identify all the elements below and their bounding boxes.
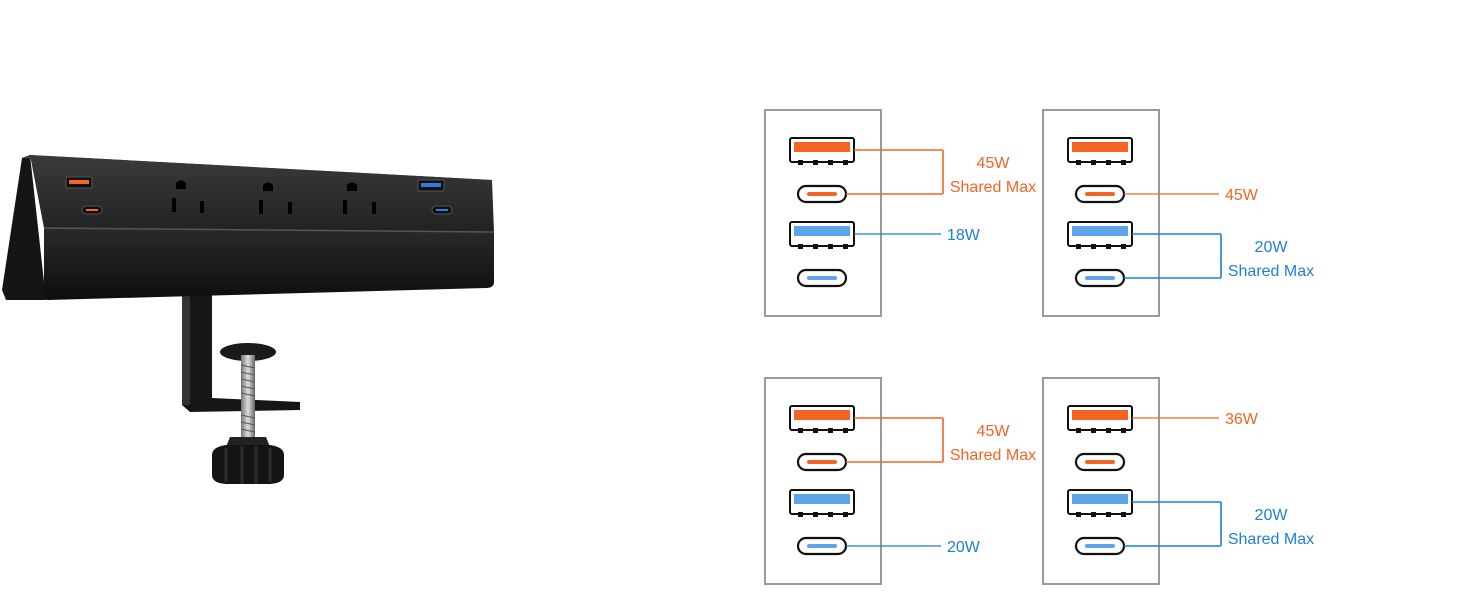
shared-bracket <box>1124 501 1222 547</box>
wattage-label: 20W <box>1255 507 1289 524</box>
usb-c-port-right <box>431 205 453 215</box>
usb-c-port-icon <box>796 268 848 288</box>
shared-bracket <box>846 417 944 463</box>
usb-a-port-icon <box>789 489 855 517</box>
usb-c-port-icon <box>1074 268 1126 288</box>
wattage-label: 20W <box>947 539 981 556</box>
usb-a-port-icon <box>1067 405 1133 433</box>
usb-a-port-icon <box>1067 489 1133 517</box>
usb-a-port-left <box>65 176 93 189</box>
wattage-label: 36W <box>1225 411 1259 428</box>
ac-outlet-2 <box>259 182 292 214</box>
usb-a-port-icon <box>789 405 855 433</box>
clamp-screw <box>212 343 284 484</box>
wattage-label: 45W <box>977 423 1011 440</box>
usb-c-port-left <box>81 205 103 215</box>
shared-bracket <box>846 149 944 195</box>
usb-c-port-icon <box>796 184 848 204</box>
wattage-label: 45W <box>1225 187 1259 204</box>
usb-a-port-right <box>417 179 445 192</box>
panel-top-right: 45W 20W Shared Max <box>1042 109 1314 317</box>
ac-outlet-1 <box>172 180 204 213</box>
usb-a-port-icon <box>1067 221 1133 249</box>
shared-max-label: Shared Max <box>950 447 1036 464</box>
panel-top-left: 45W Shared Max 18W <box>764 109 1036 317</box>
usb-c-port-icon <box>1074 452 1126 472</box>
shared-max-label: Shared Max <box>1228 263 1314 280</box>
shared-max-label: Shared Max <box>1228 531 1314 548</box>
panel-bottom-left: 45W Shared Max 20W <box>764 377 1036 585</box>
power-strip-body <box>2 155 495 300</box>
shared-bracket <box>1124 233 1222 279</box>
usb-c-port-icon <box>1074 184 1126 204</box>
wattage-label: 20W <box>1255 239 1289 256</box>
usb-c-port-icon <box>796 452 848 472</box>
clamp-bracket <box>182 292 300 412</box>
usb-a-port-icon <box>789 137 855 165</box>
panel-bottom-right: 36W 20W Shared Max <box>1042 377 1314 585</box>
usb-a-port-icon <box>1067 137 1133 165</box>
power-strip-illustration <box>2 155 495 484</box>
wattage-label: 18W <box>947 227 981 244</box>
usb-c-port-icon <box>796 536 848 556</box>
usb-c-port-icon <box>1074 536 1126 556</box>
ac-outlet-3 <box>343 182 376 214</box>
shared-max-label: Shared Max <box>950 179 1036 196</box>
wattage-label: 45W <box>977 155 1011 172</box>
usb-a-port-icon <box>789 221 855 249</box>
